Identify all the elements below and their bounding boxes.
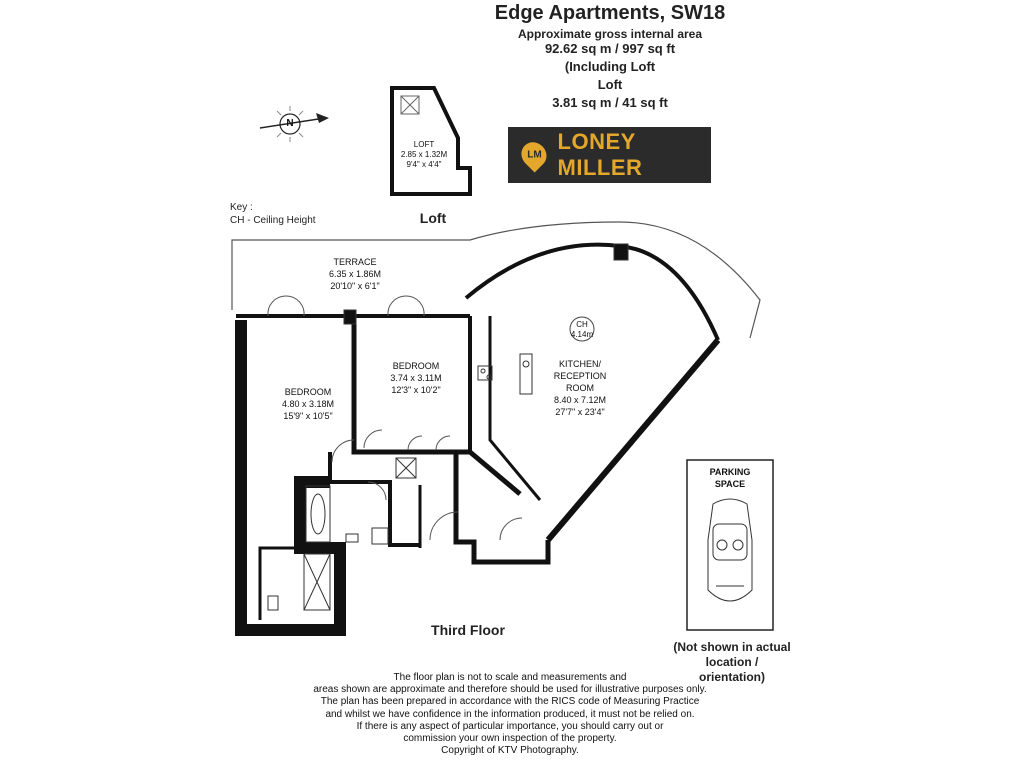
brand-name: LONEY MILLER: [557, 129, 643, 180]
legend-key: Key : CH - Ceiling Height: [230, 201, 316, 227]
floor-walls: [235, 242, 721, 636]
disclaimer: The floor plan is not to scale and measu…: [313, 672, 707, 757]
parking-space-box: [686, 459, 774, 631]
floor-caption: Third Floor: [431, 622, 505, 638]
door-swings: [267, 295, 523, 541]
total-area: 92.62 sq m / 997 sq ft: [544, 41, 676, 56]
brand-logo: LM LONEY MILLER: [508, 127, 711, 183]
loft-heading: Loft: [597, 77, 623, 92]
location-pin-icon: LM: [516, 137, 552, 173]
terrace-outline: [231, 221, 761, 339]
loft-caption: Loft: [419, 210, 447, 226]
area-label: Approximate gross internal area: [517, 27, 703, 41]
loft-area: 3.81 sq m / 41 sq ft: [552, 95, 668, 110]
key-title: Key :: [230, 202, 253, 213]
page-title: Edge Apartments, SW18: [494, 2, 726, 24]
fixtures: [267, 243, 629, 611]
compass-icon: [259, 106, 329, 142]
including-loft-label: (Including Loft: [564, 59, 656, 74]
compass-letter: N: [286, 118, 294, 129]
loft-outline: [390, 86, 472, 196]
car-icon: [707, 498, 753, 602]
key-ceiling-height: CH - Ceiling Height: [230, 215, 316, 226]
